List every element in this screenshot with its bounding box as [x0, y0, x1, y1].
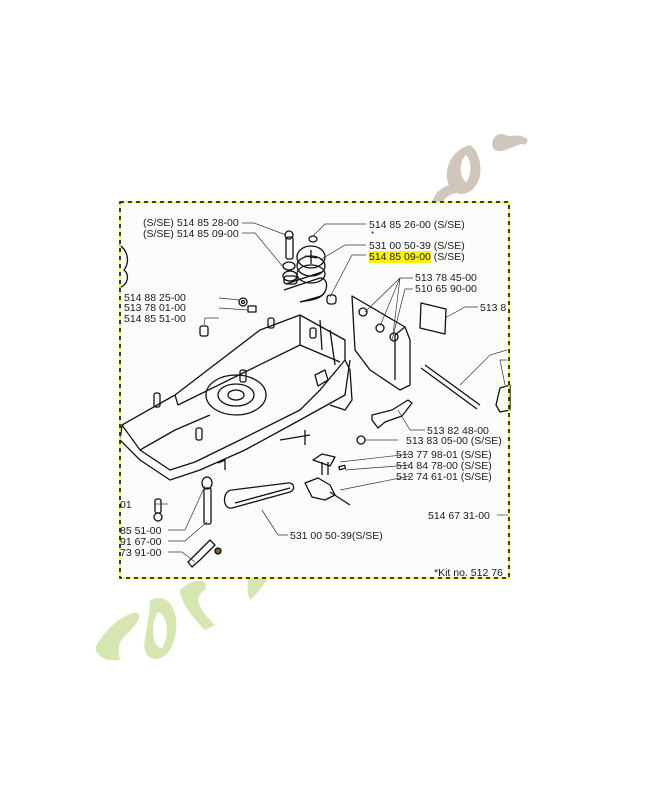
part-label[interactable]: 514 85 26-00 (S/SE) [369, 219, 465, 231]
part-variant: (S/SE) [430, 251, 465, 263]
part-label[interactable]: 513 83 05-00 (S/SE) [406, 435, 502, 447]
part-label[interactable]: 513 78 01-00 [124, 302, 186, 314]
part-label[interactable]: 91 67-00 [120, 536, 162, 548]
part-label[interactable]: 514 85 51-00 [124, 313, 186, 325]
rod-part [420, 364, 481, 410]
part-label[interactable]: (S/SE) 514 85 09-00 [143, 228, 239, 240]
fan-housing [205, 374, 267, 416]
kit-marker: * [371, 230, 375, 239]
bolt-part [285, 236, 294, 260]
part-label[interactable]: 512 74 61-01 (S/SE) [396, 471, 492, 483]
gearbox-part [304, 477, 336, 501]
kit-number-note: *Kit no. 512 76 [434, 567, 503, 579]
part-label[interactable]: 01 [120, 499, 132, 511]
long-belt-part [223, 482, 295, 509]
part-label[interactable]: (S/SE) 514 85 28-00 [143, 217, 239, 229]
part-label[interactable]: 531 00 50-39(S/SE) [290, 530, 383, 542]
highlighted-part-row: 514 85 09-00 (S/SE) [369, 251, 465, 263]
control-box-part [351, 295, 411, 391]
part-label[interactable]: 513 78 45-00 [415, 272, 477, 284]
part-label[interactable]: 514 67 31-00 [428, 510, 490, 522]
plate-part [419, 302, 447, 335]
part-label[interactable]: 510 65 90-00 [415, 283, 477, 295]
part-label[interactable]: 73 91-00 [120, 547, 162, 559]
highlighted-part-label[interactable]: 514 85 09-00 [369, 251, 431, 263]
part-label[interactable]: 514 84 78-00 (S/SE) [396, 460, 492, 472]
part-label[interactable]: 85 51-00 [120, 525, 162, 537]
part-label[interactable]: 513 77 98-01 (S/SE) [396, 449, 492, 461]
part-label[interactable]: 531 00 50-39 (S/SE) [369, 240, 465, 252]
clip-part [187, 539, 216, 568]
part-label[interactable]: 514 88 25-00 [124, 292, 186, 304]
part-label[interactable]: 513 82 48-00 [427, 425, 489, 437]
part-label[interactable]: 513 8 [480, 302, 507, 314]
